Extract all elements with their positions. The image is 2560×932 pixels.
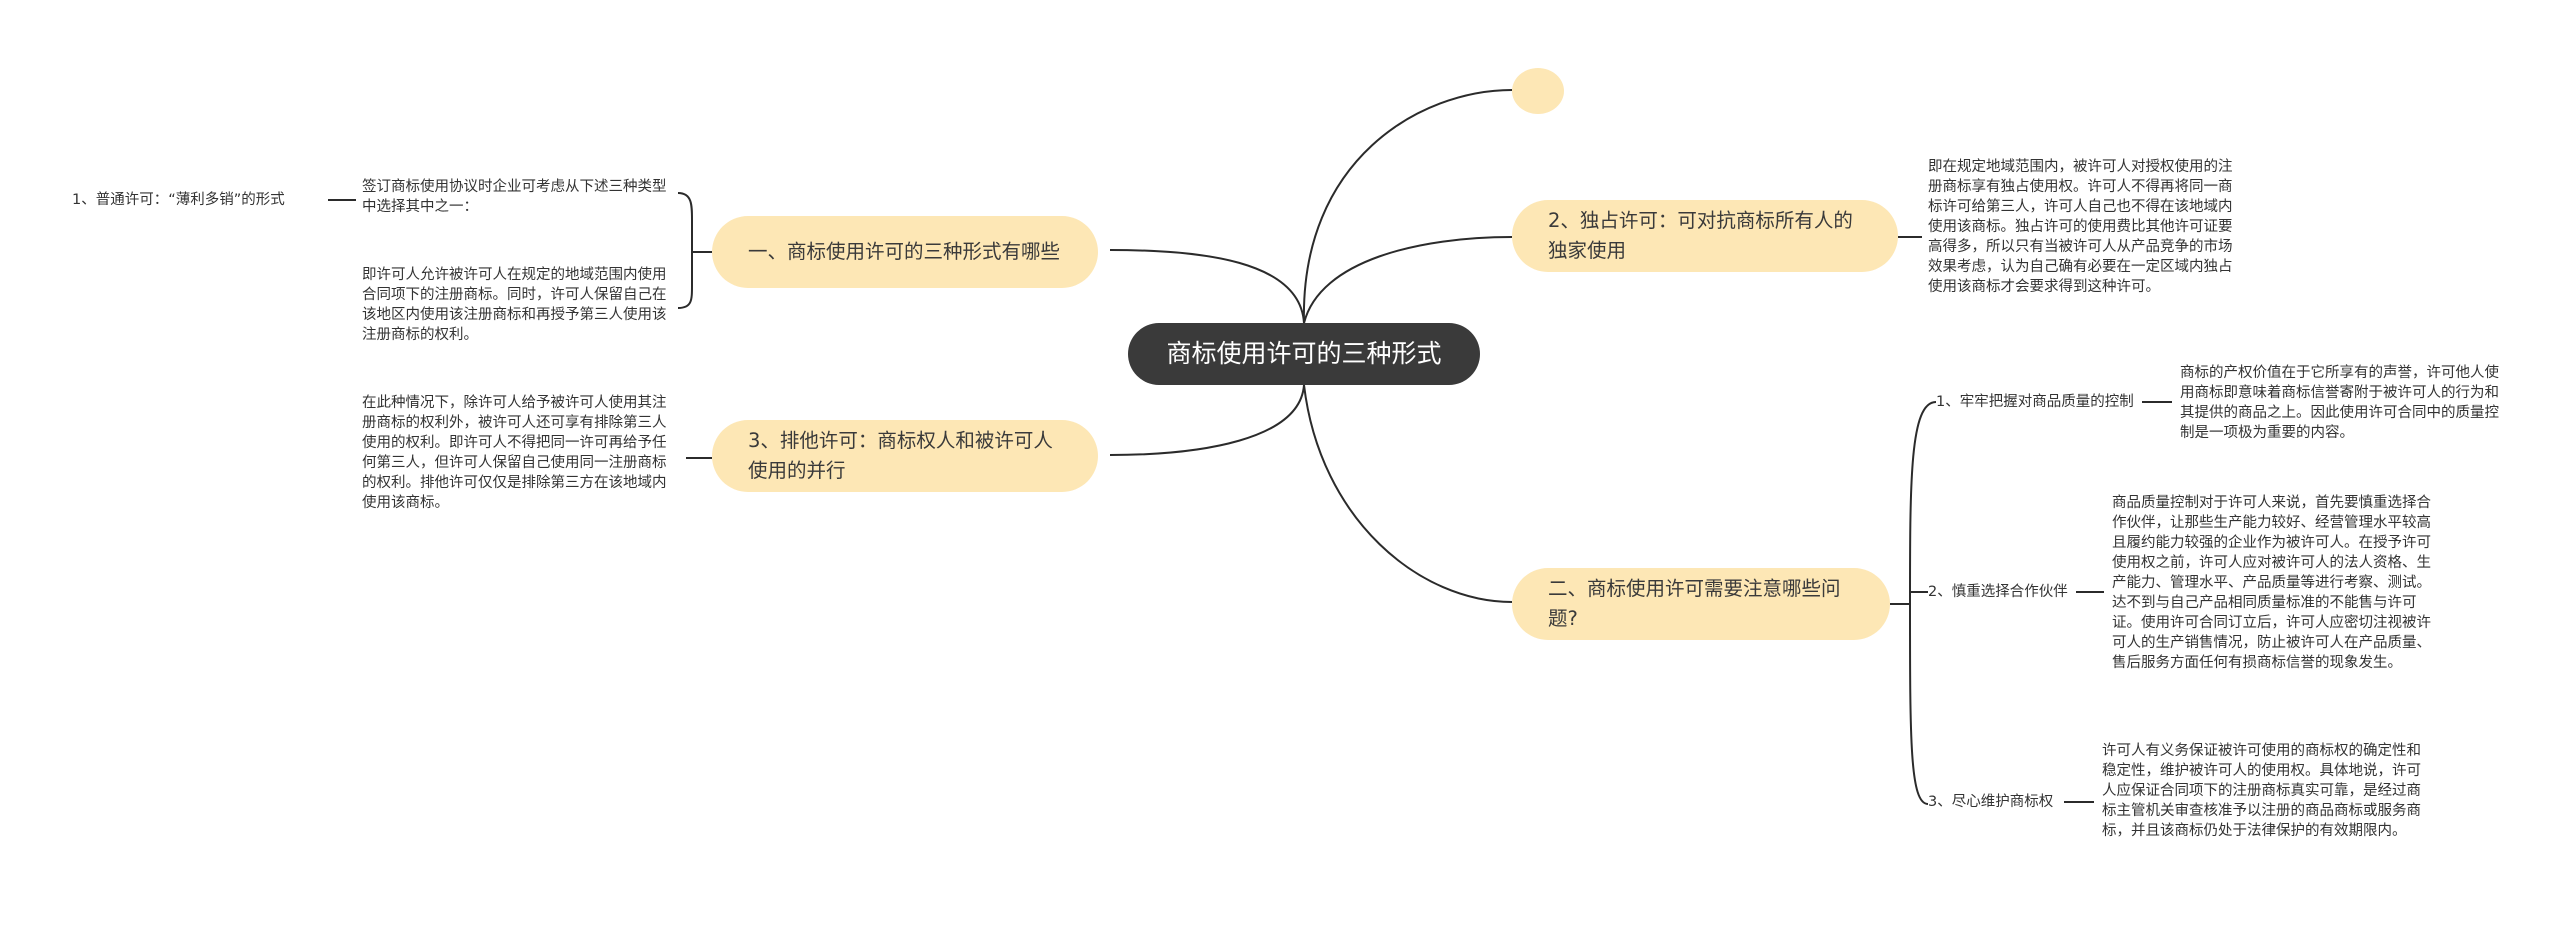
bracket-topic1 bbox=[677, 192, 693, 309]
empty-topic-node[interactable] bbox=[1512, 68, 1564, 114]
link-root-blob bbox=[1302, 89, 1513, 324]
branch-topic4-3 bbox=[1909, 603, 1929, 805]
topic-4-item-2-detail: 商品质量控制对于许可人来说，首先要慎重选择合作伙伴，让那些生产能力较好、经营管理… bbox=[2112, 495, 2431, 671]
topic-3-node[interactable]: 3、排他许可：商标权人和被许可人使用的并行 bbox=[712, 420, 1098, 492]
link-root-topic3 bbox=[1109, 384, 1305, 456]
link-root-topic1 bbox=[1109, 249, 1305, 324]
topic-1-sub-label: 1、普通许可：“薄利多销”的形式 bbox=[72, 192, 285, 208]
root-title: 商标使用许可的三种形式 bbox=[1166, 339, 1442, 368]
topic-4-item-1-detail: 商标的产权价值在于它所享有的声誉，许可他人使用商标即意味着商标信誉寄附于被许可人… bbox=[2180, 365, 2499, 441]
branch-topic4-2 bbox=[1909, 591, 1928, 604]
topic-2-detail: 即在规定地域范围内，被许可人对授权使用的注册商标享有独占使用权。许可人不得再将同… bbox=[1928, 159, 2233, 295]
topic-1-title: 一、商标使用许可的三种形式有哪些 bbox=[748, 240, 1061, 263]
topic-4-item-3-detail: 许可人有义务保证被许可使用的商标权的确定性和稳定性，维护被许可人的使用权。具体地… bbox=[2102, 743, 2421, 839]
topic-4-node[interactable]: 二、商标使用许可需要注意哪些问题? bbox=[1512, 568, 1890, 640]
topic-3-detail: 在此种情况下，除许可人给予被许可人使用其注册商标的权利外，被许可人还可享有排除第… bbox=[362, 395, 667, 511]
topic-3-title: 3、排他许可：商标权人和被许可人使用的并行 bbox=[748, 429, 1053, 482]
root-topic[interactable]: 商标使用许可的三种形式 bbox=[1128, 323, 1480, 385]
topic-2-node[interactable]: 2、独占许可：可对抗商标所有人的独家使用 bbox=[1512, 200, 1898, 272]
topic-1-intro: 签订商标使用协议时企业可考虑从下述三种类型中选择其中之一： bbox=[362, 179, 667, 215]
topic-4-item-2-label: 2、慎重选择合作伙伴 bbox=[1928, 584, 2068, 600]
topic-2-title: 2、独占许可：可对抗商标所有人的独家使用 bbox=[1548, 209, 1853, 262]
topic-4-title: 二、商标使用许可需要注意哪些问题? bbox=[1548, 577, 1841, 630]
topic-4-item-1-label: 1、牢牢把握对商品质量的控制 bbox=[1936, 394, 2134, 410]
topic-1-node[interactable]: 一、商标使用许可的三种形式有哪些 bbox=[712, 216, 1098, 288]
branch-topic4-1 bbox=[1909, 401, 1937, 605]
topic-4-item-3-label: 3、尽心维护商标权 bbox=[1928, 794, 2054, 810]
link-root-topic2 bbox=[1303, 236, 1513, 324]
link-root-topic4 bbox=[1303, 384, 1513, 603]
topic-1-sub-detail: 即许可人允许被许可人在规定的地域范围内使用合同项下的注册商标。同时，许可人保留自… bbox=[362, 267, 667, 343]
